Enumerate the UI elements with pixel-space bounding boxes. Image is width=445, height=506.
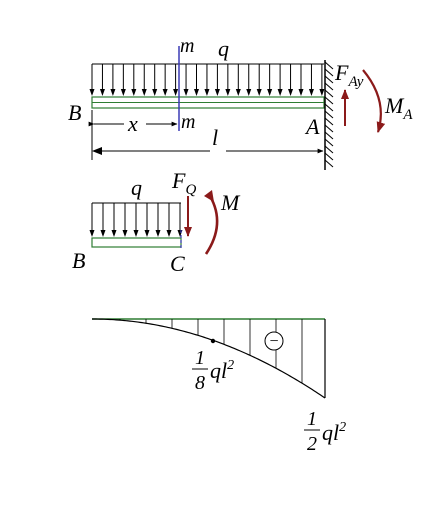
dim-x-label: x — [127, 111, 138, 136]
reaction-moment-label: MA — [384, 93, 413, 123]
fb-load-arrow-head — [177, 230, 183, 237]
section-label-bottom: m — [181, 111, 195, 133]
fb-load-arrow-head — [122, 230, 128, 237]
moment-midpoint-dot — [210, 338, 216, 344]
free-body-segment: q FQ M B C — [72, 168, 241, 276]
hatch-line — [324, 117, 334, 126]
load-arrow-head — [298, 89, 304, 96]
load-arrow-head — [120, 89, 126, 96]
moment-end-denominator: 2 — [307, 433, 317, 455]
hatch-line — [324, 96, 334, 105]
hatch-line — [324, 145, 334, 154]
moment-mid-expression: ql2 — [210, 358, 234, 383]
load-arrow-head — [162, 89, 168, 96]
hatch-line — [324, 89, 334, 98]
load-arrow-head — [235, 89, 241, 96]
fb-load-label: q — [131, 175, 142, 200]
load-arrow-head — [277, 89, 283, 96]
fb-load-arrow-head — [144, 230, 150, 237]
fb-load-arrow-head — [155, 230, 161, 237]
load-arrow-head — [131, 89, 137, 96]
load-arrow-head — [225, 89, 231, 96]
load-arrow-head — [194, 89, 199, 96]
beam-assembly: m m q B A x l FAy MA — [68, 35, 413, 170]
distributed-load-arrows — [89, 64, 325, 96]
moment-value-mid: 1 8 ql2 — [192, 347, 234, 394]
load-arrow-head — [214, 89, 220, 96]
hatch-line — [324, 75, 334, 84]
hatch-line — [324, 110, 334, 119]
load-arrow-head — [288, 89, 294, 96]
moment-parabola — [91, 318, 326, 399]
load-arrow-head — [204, 89, 210, 96]
load-arrow-head — [110, 89, 116, 96]
fb-end-label-c: C — [170, 251, 185, 276]
load-arrow-head — [99, 89, 105, 96]
load-arrow-head — [246, 89, 252, 96]
fb-beam-body — [91, 237, 182, 248]
fb-load-arrow-head — [166, 230, 172, 237]
end-label-b: B — [68, 100, 81, 125]
load-arrow-head — [319, 89, 325, 96]
hatch-line — [324, 152, 334, 161]
section-label-top: m — [180, 35, 194, 57]
reaction-moment-arrow — [362, 69, 386, 134]
hatch-line — [324, 82, 334, 91]
load-arrow-head — [173, 89, 179, 96]
load-arrow-head — [152, 89, 158, 96]
moment-end-expression: ql2 — [322, 420, 346, 445]
fb-shear-force-label: FQ — [171, 168, 196, 198]
fb-load-arrow-head — [100, 230, 106, 237]
negative-sign: − — [269, 333, 278, 350]
fb-load-arrow-head — [89, 230, 95, 237]
moment-end-numerator: 1 — [307, 408, 317, 430]
load-arrow-head — [308, 89, 314, 96]
hatch-line — [324, 159, 334, 168]
moment-value-end: 1 2 ql2 — [304, 408, 346, 455]
load-arrow-head — [256, 89, 262, 96]
bending-moment-diagram: − 1 8 ql2 1 2 ql2 — [91, 318, 346, 455]
load-arrow-head — [183, 89, 189, 96]
hatch-line — [324, 103, 334, 112]
load-arrow-head — [141, 89, 147, 96]
dim-l-label: l — [212, 125, 218, 150]
fb-end-label-b: B — [72, 248, 85, 273]
hatch-line — [324, 61, 334, 70]
reaction-force-label: FAy — [334, 60, 364, 90]
fixed-support-hatch — [324, 61, 334, 168]
end-label-a: A — [304, 114, 320, 139]
hatch-line — [324, 138, 334, 147]
load-arrow-head — [267, 89, 273, 96]
dim-l-arrow-left — [92, 147, 102, 155]
moment-mid-denominator: 8 — [195, 372, 205, 394]
fb-load-arrow-head — [111, 230, 117, 237]
load-label: q — [218, 36, 229, 61]
hatch-line — [324, 124, 334, 133]
fb-moment-arrowhead — [204, 190, 214, 202]
moment-mid-numerator: 1 — [195, 347, 205, 369]
fb-load-arrow-head — [133, 230, 139, 237]
fb-moment-label: M — [220, 190, 241, 215]
load-arrow-head — [89, 89, 95, 96]
negative-sign-circle — [264, 331, 284, 351]
fb-moment-arrow — [204, 195, 219, 255]
hatch-line — [324, 131, 334, 140]
fb-load-arrows — [89, 203, 183, 237]
hatch-line — [324, 68, 334, 77]
